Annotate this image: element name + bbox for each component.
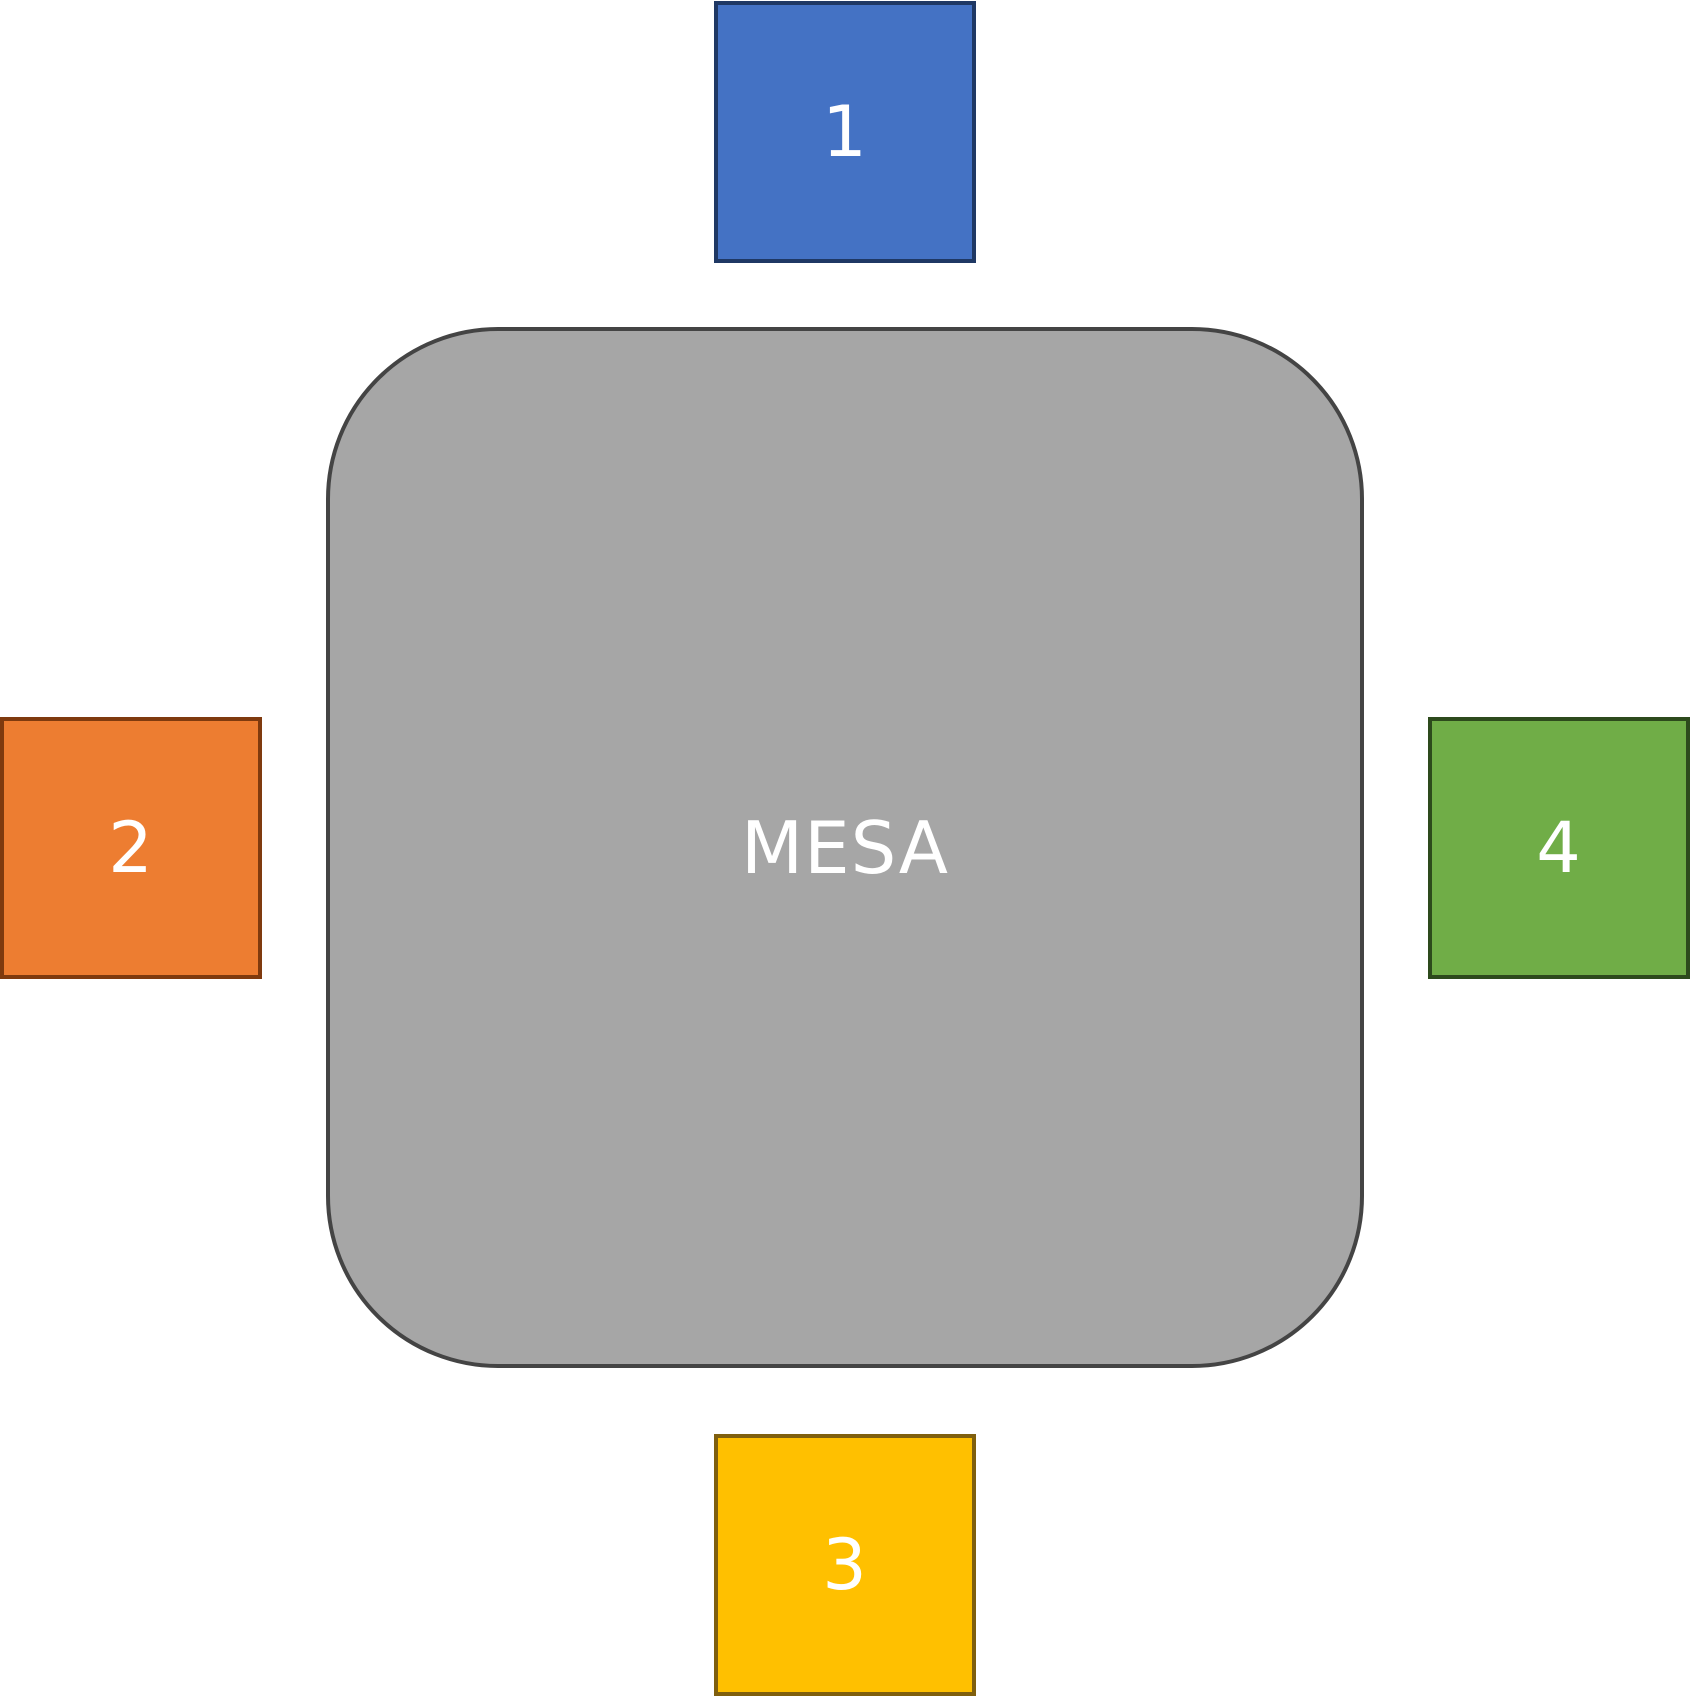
seat-2: 2: [0, 717, 262, 979]
table-label: MESA: [741, 805, 949, 890]
seat-2-label: 2: [108, 807, 154, 889]
seat-3: 3: [714, 1434, 976, 1696]
seat-4-label: 4: [1536, 807, 1582, 889]
seat-1-label: 1: [822, 91, 868, 173]
seat-1: 1: [714, 1, 976, 263]
seat-4: 4: [1428, 717, 1690, 979]
seat-3-label: 3: [822, 1524, 868, 1606]
table: MESA: [326, 327, 1364, 1368]
